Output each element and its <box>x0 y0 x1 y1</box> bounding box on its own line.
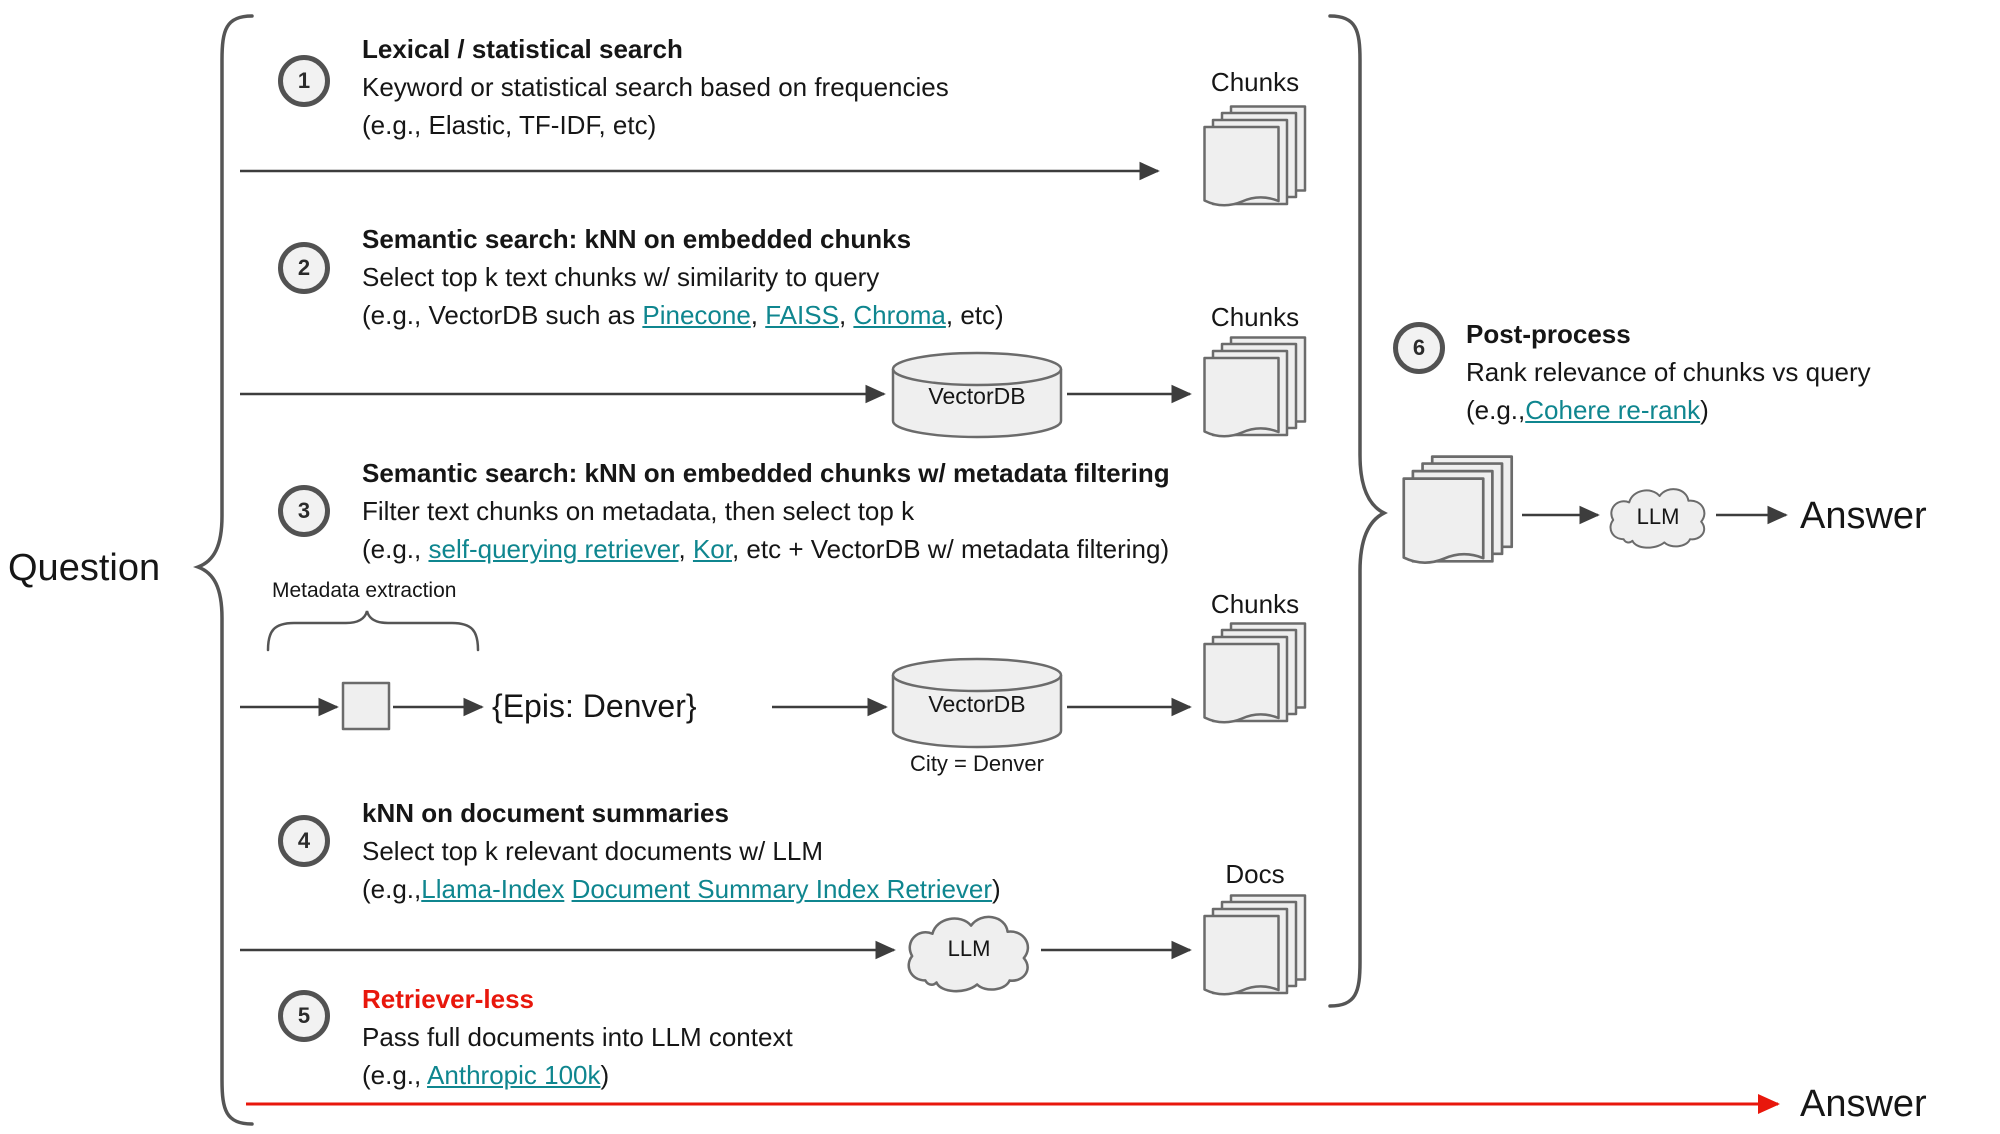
step-3-example-prefix: (e.g., <box>362 534 429 564</box>
vectordb-cylinder-icon-2 <box>891 351 1063 439</box>
step-1-number: 1 <box>278 55 330 107</box>
step-2-example-suffix: , etc) <box>945 300 1004 330</box>
llm-label-4: LLM <box>947 936 991 961</box>
chunks-label-1: Chunks <box>1210 67 1300 97</box>
postprocess-desc: Rank relevance of chunks vs query <box>1466 357 1871 387</box>
step-5-example-prefix: (e.g., <box>362 1060 428 1090</box>
step-6-number-text: 6 <box>1412 335 1426 360</box>
answer-label-top: Answer <box>1800 495 1927 537</box>
step-5-example: (e.g., Anthropic 100k) <box>362 1059 609 1091</box>
step-5-number: 5 <box>278 990 330 1042</box>
llama-index-link[interactable]: Llama-Index <box>421 874 565 904</box>
step-2-example-sep2: , <box>838 300 854 330</box>
step-2-desc: Select top k text chunks w/ similarity t… <box>362 262 880 292</box>
step-2-number: 2 <box>278 242 330 294</box>
step-5-title: Retriever-less <box>362 984 534 1014</box>
step-6-number: 6 <box>1393 322 1445 374</box>
metadata-brace <box>266 610 480 652</box>
step-5-number-text: 5 <box>297 1003 311 1028</box>
postprocess-title: Post-process <box>1466 319 1631 349</box>
step-3-desc: Filter text chunks on metadata, then sel… <box>362 496 915 526</box>
step-1-number-text: 1 <box>297 68 311 93</box>
metadata-extraction-label: Metadata extraction <box>272 579 457 602</box>
extracted-query-text: {Epis: Denver} <box>492 688 697 724</box>
step-3-number: 3 <box>278 485 330 537</box>
chroma-link[interactable]: Chroma <box>853 300 946 330</box>
postprocess-example: (e.g.,Cohere re-rank) <box>1466 394 1709 426</box>
step-5-desc: Pass full documents into LLM context <box>362 1022 793 1052</box>
step-4-title: kNN on document summaries <box>362 798 729 828</box>
postprocess-example-suffix: ) <box>1700 395 1709 425</box>
self-querying-retriever-link[interactable]: self-querying retriever <box>428 534 679 564</box>
methods-closing-brace <box>1328 14 1388 1008</box>
vectordb-label-3: VectorDB <box>928 691 1026 717</box>
step-1-example: (e.g., Elastic, TF-IDF, etc) <box>362 110 657 140</box>
question-brace <box>193 14 254 1126</box>
step-3-example: (e.g., self-querying retriever, Kor, etc… <box>362 533 1169 565</box>
postprocess-docs-stack-icon <box>1402 455 1514 565</box>
step-3-example-sep1: , <box>678 534 693 564</box>
step-2-number-text: 2 <box>297 255 311 280</box>
question-label: Question <box>8 547 161 589</box>
step-4-example-suffix: ) <box>992 874 1001 904</box>
step-4-example-prefix: (e.g., <box>362 874 422 904</box>
llm-label-6: LLM <box>1636 504 1680 529</box>
step-3-number-text: 3 <box>297 498 311 523</box>
step-3-example-suffix: , etc + VectorDB w/ metadata filtering) <box>731 534 1170 564</box>
kor-link[interactable]: Kor <box>692 534 732 564</box>
step-4-example: (e.g.,Llama-Index Document Summary Index… <box>362 873 1001 905</box>
vectordb-cylinder-icon-3 <box>891 657 1063 749</box>
docs-stack-icon <box>1203 894 1307 996</box>
vectordb-label-2: VectorDB <box>928 383 1026 409</box>
faiss-link[interactable]: FAISS <box>765 300 839 330</box>
step-2-title: Semantic search: kNN on embedded chunks <box>362 224 912 254</box>
vectordb-filter-caption: City = Denver <box>910 751 1044 776</box>
chunks-label-3: Chunks <box>1210 589 1300 619</box>
chunks-stack-icon-2 <box>1203 336 1307 438</box>
step-4-example-sep1 <box>564 874 571 904</box>
chunks-stack-icon-3 <box>1203 622 1307 724</box>
postprocess-example-prefix: (e.g., <box>1466 395 1526 425</box>
step-1-desc: Keyword or statistical search based on f… <box>362 72 949 102</box>
step-2-example-sep1: , <box>750 300 766 330</box>
docs-label: Docs <box>1225 859 1285 889</box>
pinecone-link[interactable]: Pinecone <box>642 300 751 330</box>
step-1-title: Lexical / statistical search <box>362 34 683 64</box>
step-2-example: (e.g., VectorDB such as Pinecone, FAISS,… <box>362 299 1004 331</box>
step-4-number-text: 4 <box>297 828 311 853</box>
step-3-title: Semantic search: kNN on embedded chunks … <box>362 458 1170 488</box>
document-summary-index-retriever-link[interactable]: Document Summary Index Retriever <box>571 874 993 904</box>
metadata-extractor-box-icon <box>341 681 391 731</box>
step-5-example-suffix: ) <box>600 1060 610 1090</box>
cohere-re-rank-link[interactable]: Cohere re-rank <box>1525 395 1701 425</box>
chunks-label-2: Chunks <box>1210 302 1300 332</box>
answer-label-bottom: Answer <box>1800 1083 1927 1125</box>
step-4-desc: Select top k relevant documents w/ LLM <box>362 836 824 866</box>
chunks-stack-icon-1 <box>1203 105 1307 207</box>
anthropic-100k-link[interactable]: Anthropic 100k <box>427 1060 601 1090</box>
step-4-number: 4 <box>278 815 330 867</box>
step-2-example-prefix: (e.g., VectorDB such as <box>362 300 643 330</box>
